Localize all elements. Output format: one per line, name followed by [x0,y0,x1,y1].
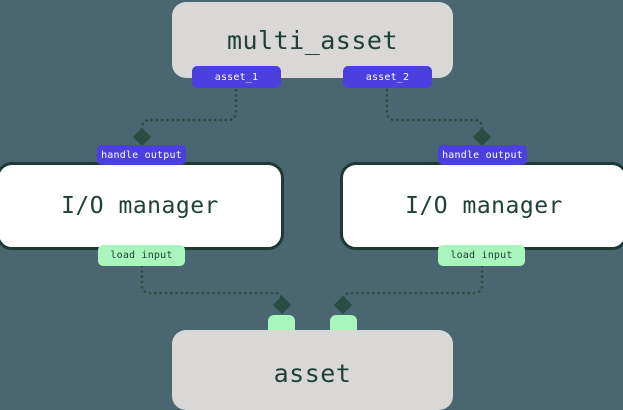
handle-output-asset-1[interactable]: asset_1 [192,66,281,88]
edge-asset1-to-left-handle-output [132,88,238,147]
handle-output-left-load-input[interactable]: load input [98,245,185,266]
node-io-manager-right[interactable]: I/O manager [340,162,623,250]
edge-right-load-input-to-asset-input-2 [333,264,484,315]
node-multi-asset-label: multi_asset [226,25,399,55]
handle-input-right-handle-output-label: handle output [442,149,523,161]
node-io-manager-right-label: I/O manager [405,193,563,219]
node-multi-asset[interactable]: multi_asset [172,2,453,78]
node-io-manager-left[interactable]: I/O manager [0,162,284,250]
node-asset[interactable]: asset [172,330,453,410]
handle-output-left-load-input-label: load input [110,250,173,261]
node-asset-label: asset [273,358,352,388]
handle-output-asset-2[interactable]: asset_2 [343,66,432,88]
handle-output-asset-1-label: asset_1 [214,71,259,83]
handle-input-left-handle-output[interactable]: handle output [97,145,186,165]
node-io-manager-left-label: I/O manager [61,193,219,219]
edge-left-load-input-to-asset-input-1 [140,264,292,315]
handle-input-right-handle-output[interactable]: handle output [438,145,527,165]
handle-output-asset-2-label: asset_2 [365,71,410,83]
handle-output-right-load-input-label: load input [450,250,513,261]
edge-asset2-to-right-handle-output [385,88,492,147]
handle-output-right-load-input[interactable]: load input [438,245,525,266]
handle-input-left-handle-output-label: handle output [101,149,182,161]
